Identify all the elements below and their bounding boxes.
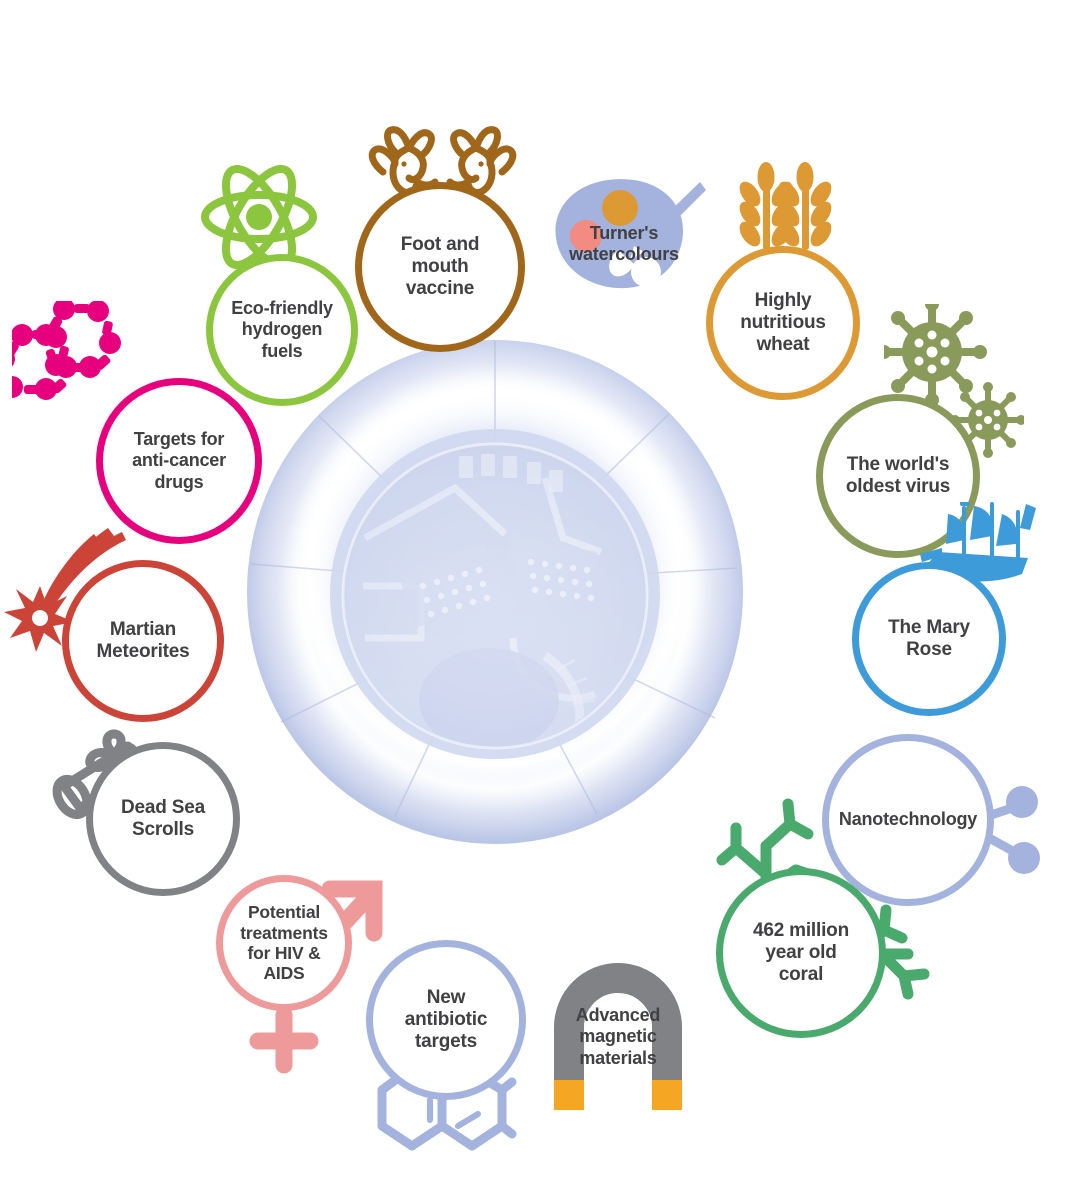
node-label-advanced-magnetic-materials: Advanced magnetic materials [575,1005,661,1068]
wheat-icon [736,160,836,260]
node-label-targets-anti-cancer-drugs: Targets for anti-cancer drugs [132,429,226,492]
node-eco-friendly-hydrogen-fuels[interactable]: Eco-friendly hydrogen fuels [201,164,358,406]
node-label-eco-friendly-hydrogen-fuels: Eco-friendly hydrogen fuels [231,298,333,361]
node-ring-new-antibiotic-targets[interactable]: New antibiotic targets [366,940,526,1100]
node-462-million-year-old-coral[interactable]: 462 million year old coral [716,798,930,1038]
node-advanced-magnetic-materials[interactable]: Advanced magnetic materials [544,955,692,1113]
node-label-worlds-oldest-virus: The world's oldest virus [845,453,951,497]
node-ring-turners-watercolours[interactable]: Turner's watercolours [554,202,694,286]
node-ring-martian-meteorites[interactable]: Martian Meteorites [62,560,224,722]
node-worlds-oldest-virus[interactable]: The world's oldest virus [816,304,1024,558]
node-label-the-mary-rose: The Mary Rose [888,616,970,660]
node-ring-highly-nutritious-wheat[interactable]: Highly nutritious wheat [706,246,860,400]
node-label-martian-meteorites: Martian Meteorites [96,618,190,662]
node-ring-dead-sea-scrolls[interactable]: Dead Sea Scrolls [86,742,240,896]
node-ring-foot-and-mouth-vaccine[interactable]: Foot and mouth vaccine [355,182,525,352]
node-ring-targets-anti-cancer-drugs[interactable]: Targets for anti-cancer drugs [96,378,262,544]
node-ring-nanotechnology[interactable]: Nanotechnology [822,734,994,906]
node-ring-462-million-year-old-coral[interactable]: 462 million year old coral [716,868,886,1038]
node-highly-nutritious-wheat[interactable]: Highly nutritious wheat [706,162,860,400]
node-label-foot-and-mouth-vaccine: Foot and mouth vaccine [400,233,480,300]
node-new-antibiotic-targets[interactable]: New antibiotic targets [366,940,526,1151]
node-label-new-antibiotic-targets: New antibiotic targets [404,986,488,1053]
node-label-462-million-year-old-coral: 462 million year old coral [752,919,849,986]
node-ring-eco-friendly-hydrogen-fuels[interactable]: Eco-friendly hydrogen fuels [206,254,358,406]
node-turners-watercolours[interactable]: Turner's watercolours [548,176,706,296]
node-foot-and-mouth-vaccine[interactable]: Foot and mouth vaccine [355,126,525,352]
node-the-mary-rose[interactable]: The Mary Rose [852,502,1036,716]
node-ring-worlds-oldest-virus[interactable]: The world's oldest virus [816,394,980,558]
node-label-highly-nutritious-wheat: Highly nutritious wheat [740,289,826,356]
node-label-turners-watercolours: Turner's watercolours [569,222,679,264]
node-ring-potential-treatments-hiv-aids[interactable]: Potential treatments for HIV & AIDS [216,875,352,1011]
node-martian-meteorites[interactable]: Martian Meteorites [4,528,224,722]
node-label-nanotechnology: Nanotechnology [838,809,978,830]
node-ring-the-mary-rose[interactable]: The Mary Rose [852,562,1006,716]
node-ring-advanced-magnetic-materials[interactable]: Advanced magnetic materials [560,995,676,1079]
node-label-potential-treatments-hiv-aids: Potential treatments for HIV & AIDS [240,902,328,984]
node-dead-sea-scrolls[interactable]: Dead Sea Scrolls [52,729,240,896]
synchrotron-ring [245,338,745,846]
node-label-dead-sea-scrolls: Dead Sea Scrolls [121,796,205,840]
